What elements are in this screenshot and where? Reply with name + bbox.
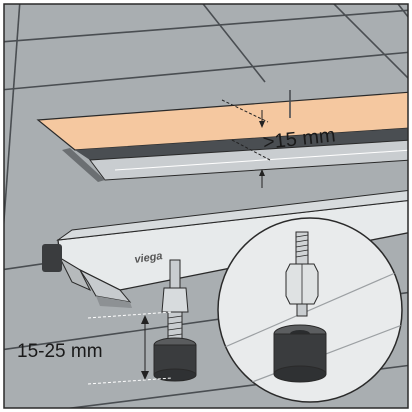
depth-dimension (221, 99, 271, 188)
height-dimension (87, 311, 173, 385)
adjustable-foot (153, 259, 197, 382)
adjustment-foot-icon (217, 217, 403, 403)
height-dimension-label: 15-25 mm (17, 341, 103, 362)
end-cap (42, 244, 62, 272)
frame (3, 3, 409, 409)
floor-recess (36, 90, 408, 182)
brand-logo: viega (134, 250, 164, 266)
